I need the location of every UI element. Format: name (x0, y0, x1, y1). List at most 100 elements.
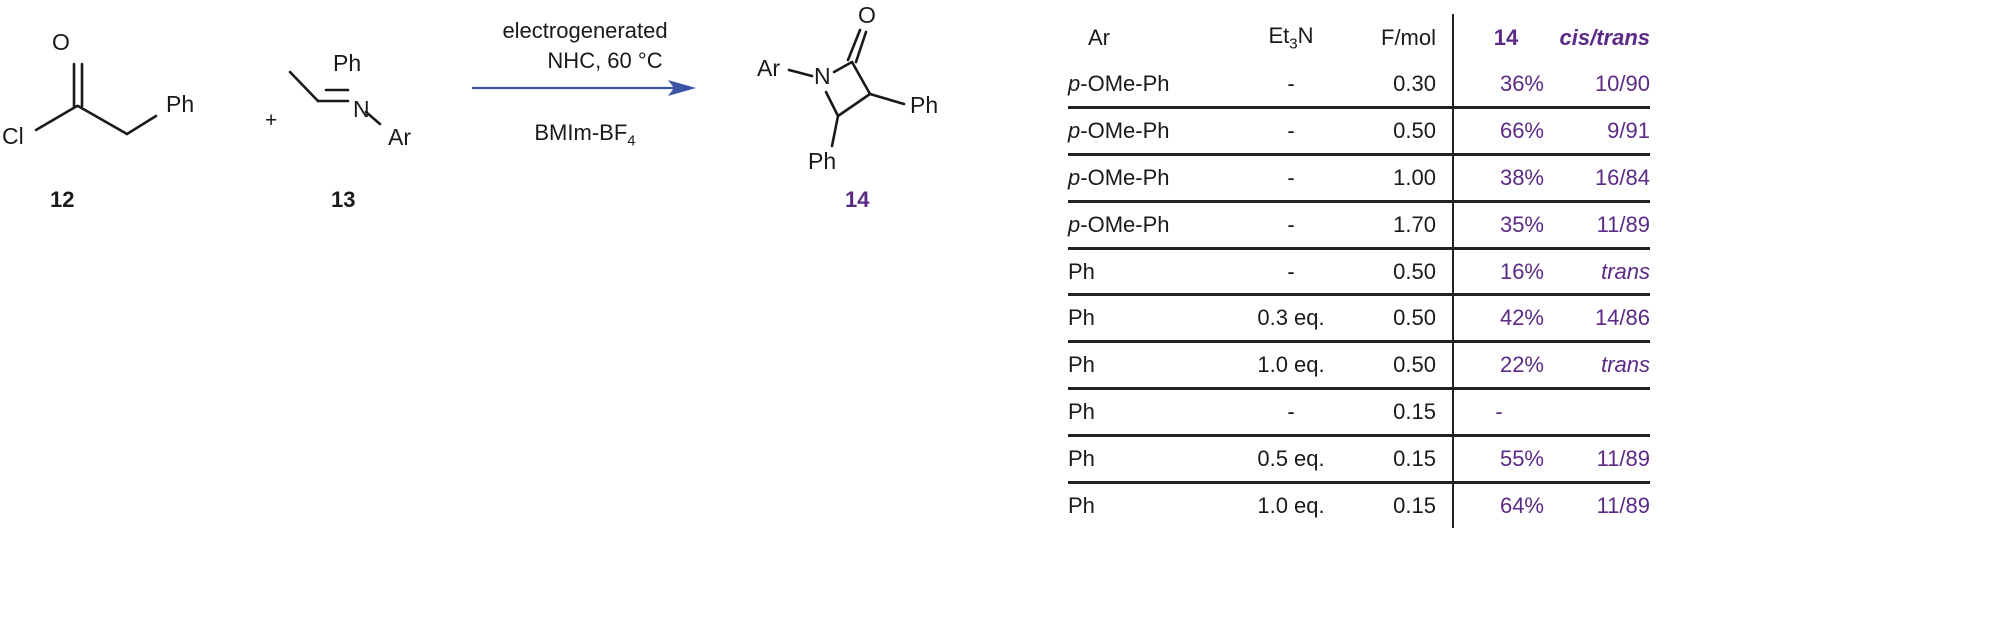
cell-yield: 35% (1452, 199, 1558, 249)
cell-et3n: - (1287, 70, 1295, 96)
cell-fmol: 1.00 (1346, 152, 1453, 202)
cell-yield: - (1452, 387, 1558, 436)
header-cis-trans: cis/trans (1559, 25, 1651, 50)
cell-et3n: 0.5 eq. (1236, 434, 1346, 483)
cell-ar: p-OMe-Ph (1068, 62, 1236, 107)
header-yield: 14 (1452, 14, 1558, 62)
cell-yield: 55% (1452, 434, 1558, 483)
cell-ar: Ph (1068, 246, 1236, 295)
cell-et3n: - (1236, 199, 1346, 249)
table-header-row: Ar Et3N F/mol 14 cis/trans (1068, 14, 1650, 62)
atom-oxygen-12: O (52, 29, 70, 55)
cell-et3n: - (1236, 152, 1346, 202)
ar-name: Ph (1068, 446, 1095, 472)
cell-yield: 38% (1452, 152, 1558, 202)
ar-name: Ph (1068, 258, 1095, 284)
compound-label-14: 14 (845, 187, 870, 212)
ar-name: -OMe-Ph (1080, 164, 1170, 190)
cell-fmol: 0.50 (1346, 246, 1453, 295)
table-row: p-OMe-Ph - 0.50 66% 9/91 (1068, 105, 1650, 155)
bond-cl-c (34, 104, 79, 132)
ar-name: Ph (1068, 352, 1095, 378)
atom-aryl-13: Ar (388, 124, 411, 150)
cell-cis-trans: 14/86 (1558, 293, 1650, 342)
table-row: p-OMe-Ph - 0.30 36% 10/90 (1068, 62, 1650, 108)
bond-c-ch2 (76, 104, 129, 136)
cell-yield: 36% (1452, 62, 1558, 108)
cell-fmol: 0.50 (1346, 293, 1453, 342)
cell-ar: p-OMe-Ph (1068, 199, 1236, 249)
bond-c-o-a (846, 28, 862, 62)
table-row: Ph 1.0 eq. 0.15 64% 11/89 (1068, 481, 1650, 528)
ar-name: Ph (1068, 492, 1095, 518)
cell-et3n: - (1236, 387, 1346, 436)
table-row: p-OMe-Ph - 1.70 35% 11/89 (1068, 199, 1650, 249)
header-ar: Ar (1088, 25, 1110, 50)
cell-fmol: 0.15 (1346, 434, 1453, 483)
bond-co-c3 (850, 60, 872, 96)
cell-ar: Ph (1068, 434, 1236, 483)
cell-cis-trans: 11/89 (1558, 199, 1650, 249)
bond-c3-c4 (836, 92, 872, 118)
cell-fmol: 0.50 (1346, 340, 1453, 389)
cell-cis-trans (1558, 387, 1650, 436)
reaction-arrow (472, 80, 696, 96)
condition-line-2: NHC, 60 °C (547, 48, 663, 73)
cell-fmol: 0.15 (1346, 481, 1453, 528)
compound-label-13: 13 (331, 187, 356, 212)
bond-n-ar (364, 110, 382, 126)
cell-et3n: - (1236, 105, 1346, 155)
cell-cis-trans: trans (1558, 246, 1650, 295)
table-row: p-OMe-Ph - 1.00 38% 16/84 (1068, 152, 1650, 202)
table-row: Ph 0.3 eq. 0.50 42% 14/86 (1068, 293, 1650, 342)
cell-fmol: 0.50 (1346, 105, 1453, 155)
ar-prefix: p (1068, 117, 1081, 143)
cell-yield: 66% (1452, 105, 1558, 155)
cell-ar: p-OMe-Ph (1068, 152, 1236, 202)
ar-name: -OMe-Ph (1080, 70, 1170, 96)
atom-aryl-14: Ar (757, 55, 780, 81)
bond-c4-ph (830, 114, 840, 148)
cell-et3n: 1.0 eq. (1236, 481, 1346, 528)
atom-nitrogen-14: N (814, 63, 831, 89)
cell-cis-trans: 11/89 (1558, 434, 1650, 483)
cell-fmol: 1.70 (1346, 199, 1453, 249)
ar-prefix: p (1068, 211, 1081, 237)
cell-ar: p-OMe-Ph (1068, 105, 1236, 155)
ar-name: -OMe-Ph (1080, 211, 1170, 237)
results-table: Ar Et3N F/mol 14 cis/trans p-OMe-Ph - 0.… (1068, 14, 1650, 528)
bond-c3-ph (868, 92, 906, 106)
atom-chlorine-12: Cl (2, 123, 24, 149)
cell-cis-trans: 16/84 (1558, 152, 1650, 202)
ar-name: Ph (1068, 399, 1095, 425)
ar-prefix: p (1068, 70, 1081, 96)
bond-ch2-ph (125, 114, 158, 136)
atom-nitrogen-13: N (353, 96, 370, 122)
ar-name: Ph (1068, 305, 1095, 331)
cell-ar: Ph (1068, 387, 1236, 436)
bond-c-o-b (854, 30, 868, 64)
ar-name: -OMe-Ph (1080, 117, 1170, 143)
header-fmol: F/mol (1381, 25, 1436, 50)
compound-label-12: 12 (50, 187, 75, 212)
cell-ar: Ph (1068, 481, 1236, 528)
table-row: Ph 0.5 eq. 0.15 55% 11/89 (1068, 434, 1650, 483)
bond-c4-n (824, 90, 840, 118)
ar-prefix: p (1068, 164, 1081, 190)
cell-ar: Ph (1068, 340, 1236, 389)
cell-yield: 16% (1452, 246, 1558, 295)
table-row: Ph - 0.50 16% trans (1068, 246, 1650, 295)
bond-ph-ch (288, 70, 320, 103)
condition-line-1: electrogenerated (502, 18, 668, 43)
cell-ar: Ph (1068, 293, 1236, 342)
table-row: Ph 1.0 eq. 0.50 22% trans (1068, 340, 1650, 389)
plus-sign: + (265, 109, 278, 132)
cell-et3n: 0.3 eq. (1236, 293, 1346, 342)
cell-et3n: 1.0 eq. (1236, 340, 1346, 389)
cell-cis-trans: 11/89 (1558, 481, 1650, 528)
condition-solvent: BMIm-BF4 (534, 120, 636, 150)
header-et3n: Et3N (1268, 23, 1314, 53)
atom-phenyl-12: Ph (166, 91, 195, 117)
atom-phenyl-13: Ph (333, 50, 362, 76)
bond-ar-n (787, 68, 814, 78)
